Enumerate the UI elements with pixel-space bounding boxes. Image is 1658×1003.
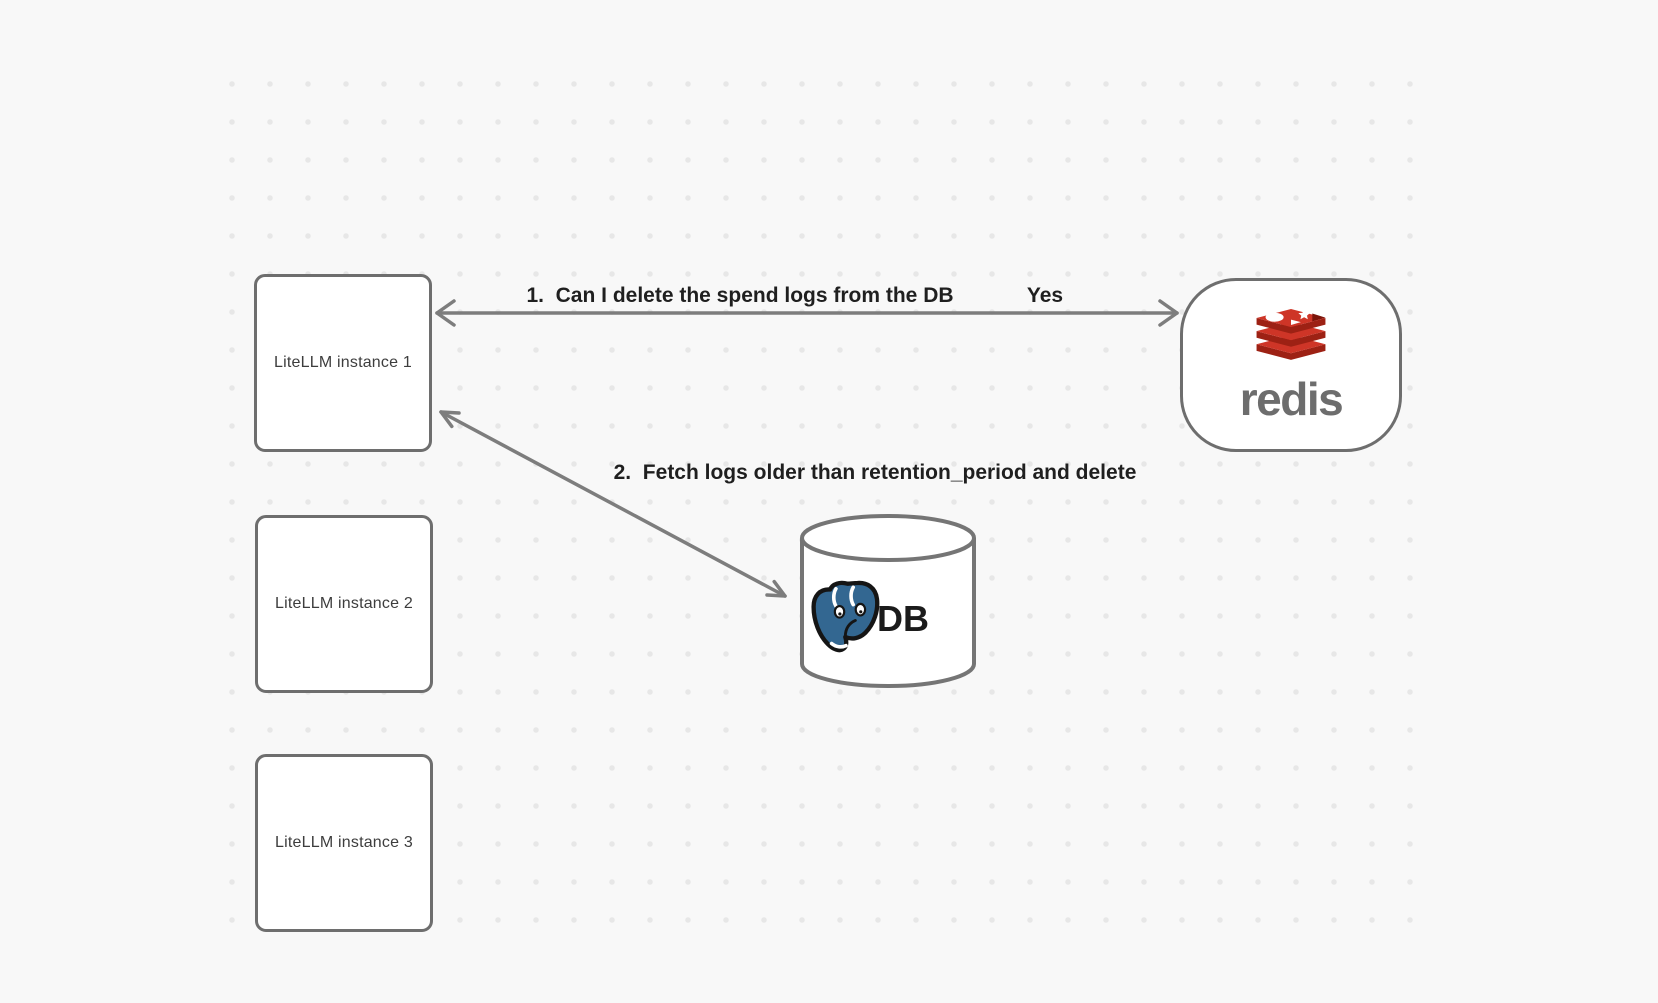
node-litellm-instance-3-label: LiteLLM instance 3 bbox=[275, 834, 413, 851]
node-redis: redis bbox=[1180, 278, 1402, 452]
node-litellm-instance-2: LiteLLM instance 2 bbox=[255, 515, 433, 693]
node-litellm-instance-2-label: LiteLLM instance 2 bbox=[275, 595, 413, 612]
node-db-label: DB bbox=[877, 598, 929, 639]
node-litellm-instance-1-label: LiteLLM instance 1 bbox=[274, 354, 412, 371]
edge1-label: 1. Can I delete the spend logs from the … bbox=[526, 284, 954, 307]
edge1-response-label: Yes bbox=[1026, 284, 1064, 307]
postgresql-elephant-icon bbox=[811, 580, 880, 653]
node-redis-wordmark: redis bbox=[1239, 372, 1344, 425]
node-db-content: DB bbox=[810, 580, 929, 658]
redis-stack-icon bbox=[1256, 308, 1326, 360]
node-litellm-instance-3: LiteLLM instance 3 bbox=[255, 754, 433, 932]
node-litellm-instance-1: LiteLLM instance 1 bbox=[254, 274, 432, 452]
edge2-label: 2. Fetch logs older than retention_perio… bbox=[613, 461, 1137, 484]
